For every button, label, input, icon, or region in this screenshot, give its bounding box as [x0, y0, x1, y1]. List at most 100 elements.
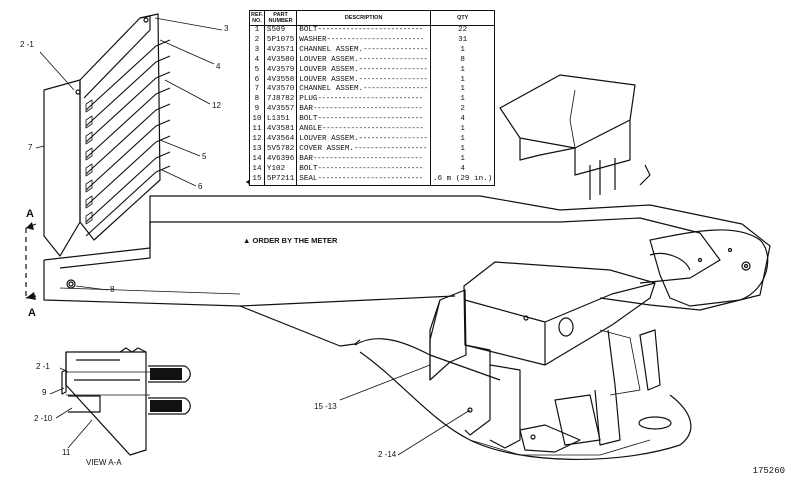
right-plate — [649, 229, 769, 307]
row-description: SEAL-------------------------- — [296, 174, 431, 185]
dot-leader: -------------------------- — [317, 95, 424, 104]
row-ref: 8 — [249, 95, 265, 106]
row-part-number: 4V3571 — [264, 45, 298, 56]
row-ref: 13 — [249, 144, 265, 155]
dot-leader: ------------------ — [353, 144, 428, 153]
callout-8: 8 — [110, 285, 115, 294]
header-qty: QTY — [429, 10, 496, 26]
row-part-number: 4V3570 — [264, 85, 298, 96]
row-description: LOUVER ASSEM.----------------- — [296, 65, 431, 76]
row-qty: 4 — [460, 115, 465, 124]
dot-leader: -------------------------- — [317, 26, 424, 34]
row-ref: 5 — [249, 65, 265, 76]
dot-leader: ----------------- — [358, 55, 428, 64]
dot-leader: --------------------------- — [312, 105, 423, 114]
row-description: PLUG-------------------------- — [296, 95, 431, 106]
row-description: BOLT-------------------------- — [296, 115, 431, 126]
row-ref: 6 — [249, 75, 265, 86]
row-qty: 1 — [460, 154, 465, 163]
section-arrow-a-top: A — [26, 208, 34, 220]
platform-curve — [359, 351, 692, 461]
callout-4: 4 — [216, 62, 221, 71]
callout-9: 9 — [42, 388, 47, 397]
row-description: LOUVER ASSEM.----------------- — [296, 75, 431, 86]
seal-top — [150, 368, 182, 380]
dot-leader: ---------------- — [363, 85, 428, 94]
row-qty: .6 m (29 in.) — [433, 174, 493, 183]
dot-leader: -------------------------- — [317, 115, 424, 124]
callout-6: 6 — [198, 182, 203, 191]
louver-blades — [85, 39, 171, 237]
row-ref: 3 — [249, 45, 265, 56]
row-ref: 12 — [249, 134, 265, 145]
frame-outline — [43, 195, 771, 311]
row-ref: 2 — [249, 35, 265, 46]
view-aa-label: VIEW A-A — [86, 458, 122, 467]
row-description: BAR--------------------------- — [296, 154, 431, 165]
dot-leader: ----------------- — [358, 134, 428, 143]
row-description: BOLT-------------------------- — [296, 25, 431, 36]
dot-leader: -------------------------- — [317, 174, 424, 183]
row-qty: 1 — [460, 45, 465, 54]
callout-2-10: 2 -10 — [34, 414, 53, 423]
upper-housing — [499, 74, 636, 149]
row-part-number: 4V3581 — [264, 125, 298, 135]
row-part-number: S509 — [264, 25, 298, 36]
row-part-number: 4V3557 — [264, 105, 298, 116]
row-part-number: 4V3558 — [264, 75, 298, 86]
row-description: ANGLE------------------------- — [296, 125, 431, 135]
callout-7: 7 — [28, 143, 33, 152]
row-part-number: 4V6396 — [264, 154, 298, 165]
dot-leader: ----------------- — [358, 65, 428, 74]
row-qty: 1 — [460, 65, 465, 74]
dot-leader: ------------------------- — [322, 125, 424, 134]
row-qty: 1 — [460, 125, 465, 134]
dot-leader: --------------------------- — [312, 154, 423, 163]
row-ref: 10 — [249, 115, 265, 126]
row-part-number: 5V5782 — [264, 144, 298, 155]
row-part-number: 7J8782 — [264, 95, 298, 106]
callout-12: 12 — [212, 101, 221, 110]
callout-15-13: 15 -13 — [314, 402, 337, 411]
callout-11: 11 — [62, 448, 71, 457]
dot-leader: ------------------------ — [326, 35, 425, 44]
header-part-number: PART NUMBER — [263, 10, 298, 26]
row-qty: 4 — [460, 164, 465, 173]
row-description: LOUVER ASSEM.----------------- — [296, 55, 431, 66]
row-ref: 15 — [249, 174, 265, 185]
row-qty: 1 — [460, 75, 465, 84]
figure-number: 175260 — [752, 466, 785, 476]
row-ref: 11 — [249, 125, 265, 135]
row-part-number: 5P1075 — [264, 35, 298, 46]
louver-channel-back — [79, 13, 161, 241]
louver-channel-front — [43, 79, 81, 257]
row-part-number: Y102 — [264, 164, 298, 175]
callout-3: 3 — [224, 24, 229, 33]
louver-slots — [85, 99, 93, 225]
row-qty: 2 — [460, 105, 465, 114]
dot-leader: ---------------- — [363, 45, 428, 54]
callout-2-1-view: 2 -1 — [36, 362, 50, 371]
row-qty: 22 — [458, 26, 468, 34]
row-description: CHANNEL ASSEM.---------------- — [296, 85, 431, 96]
dot-leader: -------------------------- — [317, 164, 424, 173]
row-ref: 14 — [249, 154, 265, 165]
row-description: COVER ASSEM.------------------ — [296, 144, 431, 155]
row-qty: 1 — [460, 95, 465, 104]
row-ref: 14 — [249, 164, 265, 175]
section-arrow-a-bottom: A — [28, 307, 36, 319]
